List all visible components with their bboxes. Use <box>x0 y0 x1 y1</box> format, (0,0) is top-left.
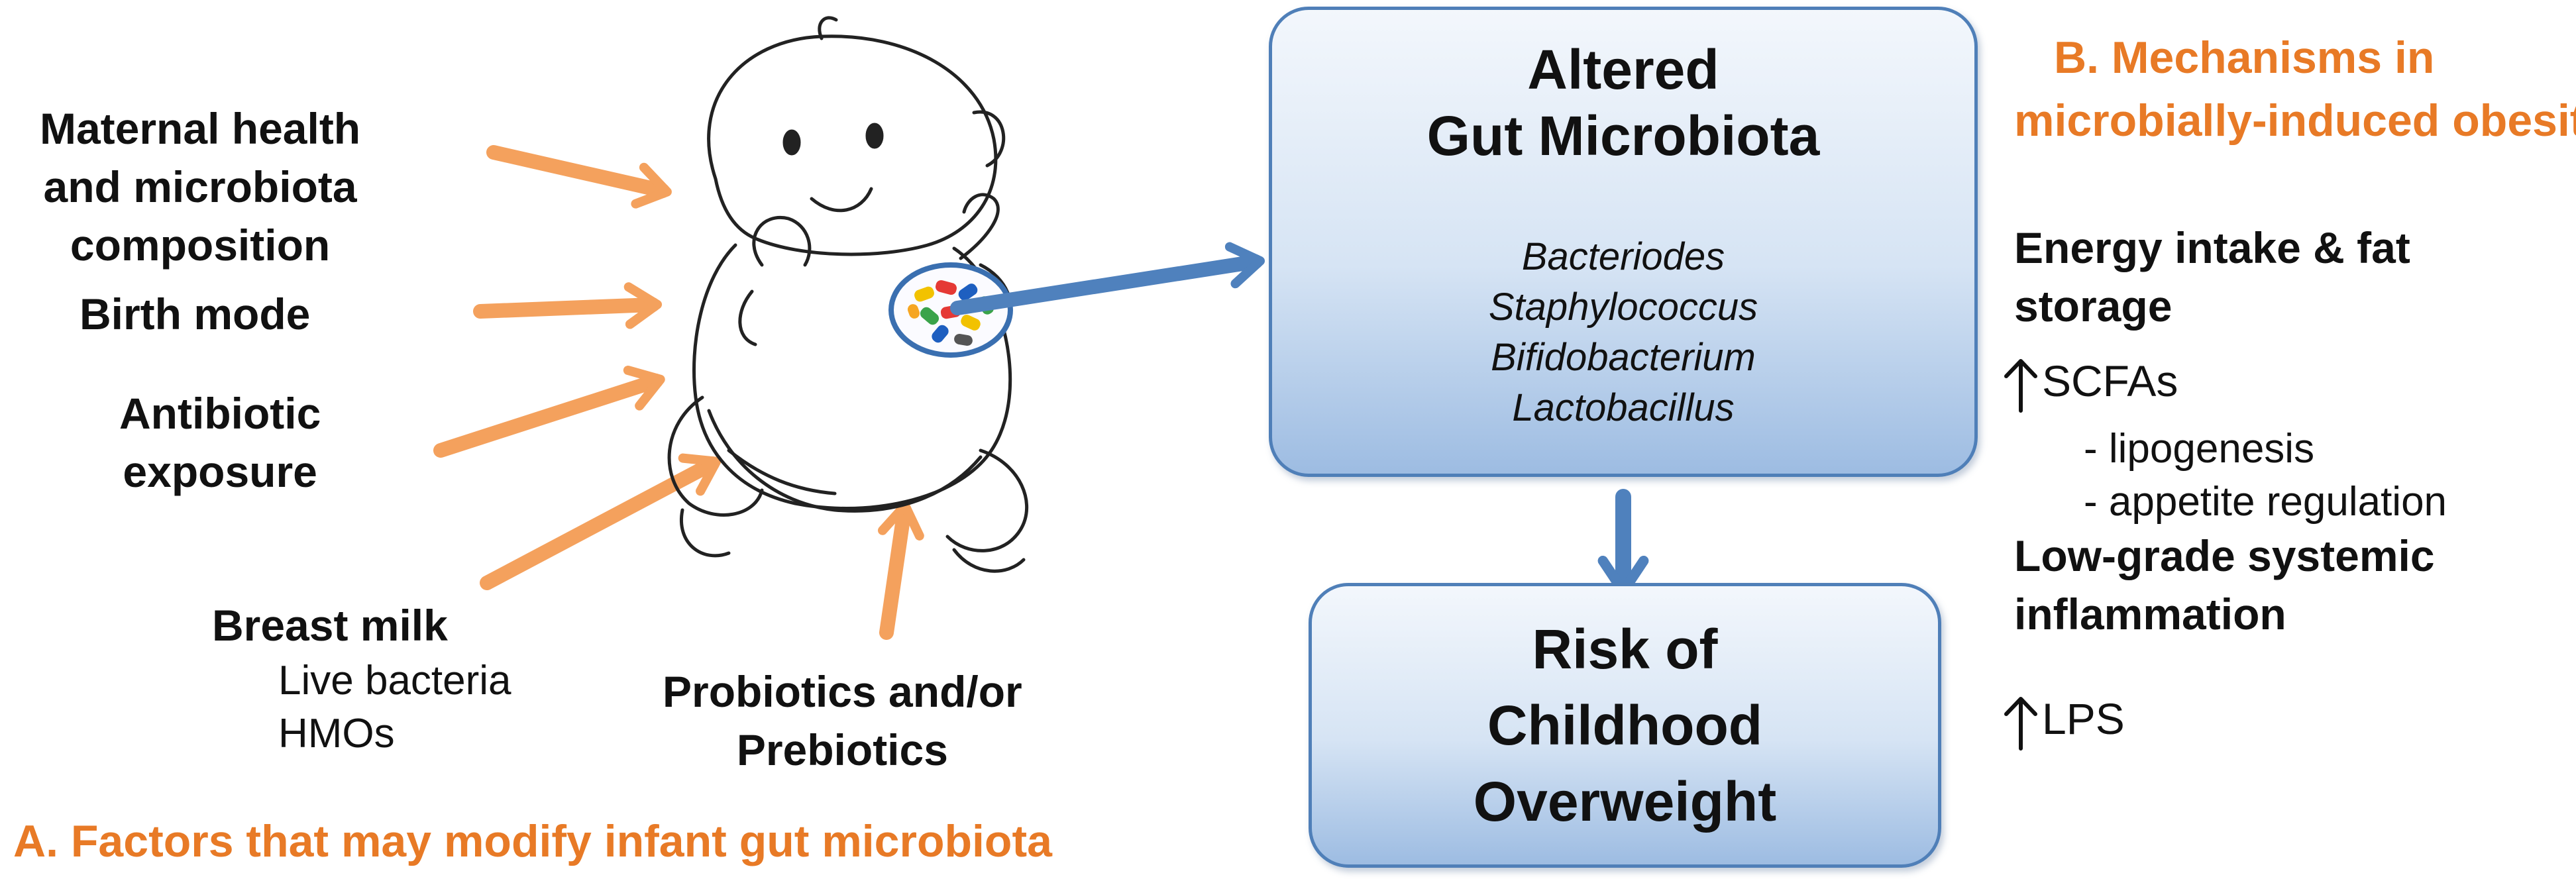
increase-arrows <box>2004 359 2037 751</box>
risk-line-1: Risk of <box>1532 618 1718 680</box>
birth-mode-factor: Birth mode <box>80 289 311 338</box>
microbiota-title-line-1: Altered <box>1527 38 1719 101</box>
maternal-factor: Maternal health and microbiota compositi… <box>40 99 360 274</box>
risk-line-3: Overweight <box>1473 770 1777 833</box>
microbiota-title-line-2: Gut Microbiota <box>1426 105 1820 167</box>
maternal-arrow <box>486 145 672 209</box>
probiotics-line-1: Probiotics and/or <box>663 667 1022 716</box>
energy-heading-line-2: storage <box>2014 282 2173 331</box>
maternal-line-2: and microbiota <box>43 162 357 211</box>
genus-label: Bacteriodes <box>1521 235 1725 278</box>
antibiotic-arrow <box>433 365 665 458</box>
antibiotic-line-2: exposure <box>123 447 317 496</box>
probiotics-line-2: Prebiotics <box>736 725 948 774</box>
genus-label: Lactobacillus <box>1512 386 1735 429</box>
antibiotic-line-1: Antibiotic <box>119 389 321 438</box>
to-microbiota-arrow <box>950 242 1265 315</box>
inflammation-heading-line-1: Low-grade systemic <box>2014 531 2435 580</box>
risk-box: Risk of Childhood Overweight <box>1309 583 1941 868</box>
infant-illustration <box>667 16 1029 573</box>
birth-mode-arrow <box>473 282 663 329</box>
antibiotic-factor: Antibiotic exposure <box>119 384 321 501</box>
altered-microbiota-box: Altered Gut Microbiota Bacteriodes Staph… <box>1269 7 1978 477</box>
probiotics-arrow <box>878 500 924 640</box>
breast-milk-title: Breast milk <box>212 601 448 650</box>
maternal-line-1: Maternal health <box>40 104 361 153</box>
maternal-line-3: composition <box>70 221 331 270</box>
breast-milk-arrow <box>480 453 722 590</box>
breast-milk-item: Live bacteria <box>278 658 511 703</box>
risk-line-2: Childhood <box>1487 694 1763 756</box>
scfa-label: SCFAs <box>2042 356 2178 405</box>
section-a-label: A. Factors that may modify infant gut mi… <box>13 816 1052 866</box>
genus-label: Bifidobacterium <box>1491 336 1756 379</box>
scfa-effect: - lipogenesis <box>2084 426 2315 472</box>
lps-label: LPS <box>2042 694 2125 743</box>
section-b-heading: B. Mechanisms in microbially-induced obe… <box>2014 26 2576 152</box>
genus-label: Staphylococcus <box>1488 285 1758 329</box>
section-b-heading-line-1: B. Mechanisms in <box>2054 32 2435 83</box>
breast-milk-item: HMOs <box>278 711 395 756</box>
energy-heading: Energy intake & fat storage <box>2014 219 2410 335</box>
scfa-effect: - appetite regulation <box>2084 479 2447 525</box>
energy-heading-line-1: Energy intake & fat <box>2014 223 2410 272</box>
probiotics-factor: Probiotics and/or Prebiotics <box>663 662 1022 779</box>
inflammation-heading-line-2: inflammation <box>2014 590 2286 639</box>
inflammation-heading: Low-grade systemic inflammation <box>2014 527 2435 643</box>
section-b-heading-line-2: microbially-induced obesity <box>2014 95 2576 146</box>
breast-milk-factor: Breast milk Live bacteria HMOs <box>212 596 511 760</box>
